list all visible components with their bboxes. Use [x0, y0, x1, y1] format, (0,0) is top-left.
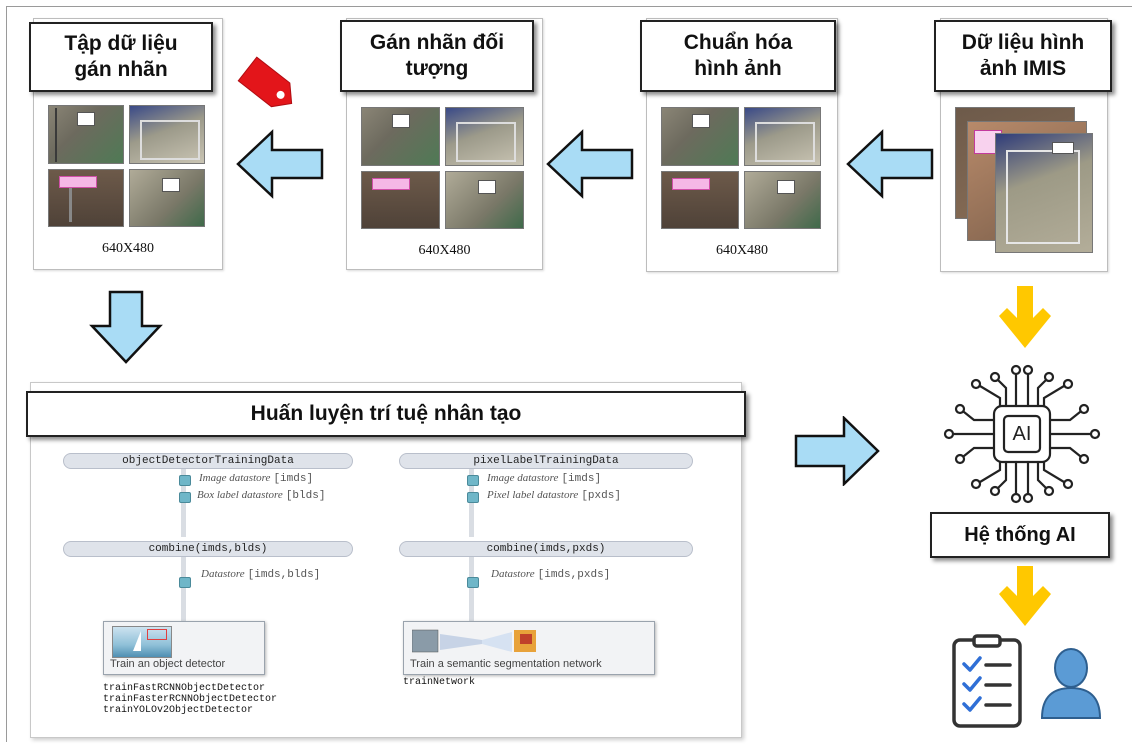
user-icon: [1038, 644, 1104, 722]
function-name: trainNetwork: [403, 677, 476, 688]
object-labeling-size: 640X480: [418, 243, 471, 258]
training-title: Huấn luyện trí tuệ nhân tạo: [26, 391, 746, 437]
arrow-right-blue: [794, 415, 880, 487]
datastore-icon: [179, 475, 191, 486]
photo-1: [361, 107, 440, 166]
datastore-icon: [467, 475, 479, 486]
train-segmentation-network-caption: Train a semantic segmentation network: [410, 658, 602, 670]
photo-4: [743, 170, 821, 229]
train-object-detector-caption: Train an object detector: [110, 658, 226, 670]
left-flow-line-1: [181, 469, 186, 537]
photo-3: [361, 170, 440, 229]
training-panel: objectDetectorTrainingData Image datasto…: [30, 382, 742, 738]
photo-2: [129, 105, 205, 164]
left-flow-line-2: [181, 557, 186, 621]
checklist-icon: [950, 634, 1032, 730]
datastore-icon: [467, 577, 479, 588]
photo-4: [129, 168, 205, 227]
labeled-dataset-title: Tập dữ liệu gán nhãn: [29, 22, 213, 92]
imis-photo-stack: [955, 107, 1093, 253]
right-combined-datastore: Datastore [imds,pxds]: [491, 568, 611, 581]
diagram-frame: [6, 6, 1132, 742]
image-normalization-title: Chuẩn hóa hình ảnh: [640, 20, 836, 92]
right-pixel-label-datastore: Pixel label datastore [pxds]: [487, 489, 621, 502]
arrow-left-3: [846, 128, 934, 200]
photo-2: [743, 107, 821, 166]
labeled-dataset-photos: [48, 105, 205, 227]
photo-2: [445, 107, 524, 166]
photo-4: [445, 170, 524, 229]
photo-3: [661, 170, 739, 229]
left-image-datastore: Image datastore [imds]: [199, 472, 314, 485]
right-flow-line-1: [469, 469, 474, 537]
object-detector-training-data-pill: objectDetectorTrainingData: [63, 453, 353, 469]
left-combined-datastore: Datastore [imds,blds]: [201, 568, 321, 581]
right-image-datastore: Image datastore [imds]: [487, 472, 602, 485]
labeled-dataset-card: 640X480: [33, 18, 223, 270]
right-flow-line-2: [469, 557, 474, 621]
pixel-label-training-data-pill: pixelLabelTrainingData: [399, 453, 693, 469]
arrow-left-2: [546, 128, 634, 200]
imis-images-title: Dữ liệu hình ảnh IMIS: [934, 20, 1112, 92]
arrow-left-1: [236, 128, 324, 200]
train-object-detector-thumb: Train an object detector: [103, 621, 265, 675]
right-combine-pill: combine(imds,pxds): [399, 541, 693, 557]
datastore-icon: [179, 492, 191, 503]
object-labeling-photos: [361, 107, 524, 229]
function-name: trainFasterRCNNObjectDetector: [103, 694, 278, 705]
left-function-list: trainFastRCNNObjectDetector trainFasterR…: [103, 683, 277, 716]
arrow-down-yellow-2: [997, 564, 1053, 630]
photo-3: [48, 168, 124, 227]
right-function-list: trainNetwork: [403, 677, 475, 688]
object-labeling-title: Gán nhãn đối tượng: [340, 20, 534, 92]
function-name: trainYOLOv2ObjectDetector: [103, 705, 254, 716]
network-image: [411, 626, 538, 656]
train-segmentation-network-thumb: Train a semantic segmentation network: [403, 621, 655, 675]
datastore-icon: [179, 577, 191, 588]
image-normalization-photos: [661, 107, 821, 229]
left-combine-pill: combine(imds,blds): [63, 541, 353, 557]
datastore-icon: [467, 492, 479, 503]
photo-1: [661, 107, 739, 166]
left-box-label-datastore: Box label datastore [blds]: [197, 489, 326, 502]
ai-chip-label: AI: [1012, 423, 1032, 445]
photo-1: [48, 105, 124, 164]
ai-system-title: Hệ thống AI: [930, 512, 1110, 558]
sailboat-image: [112, 626, 172, 658]
arrow-down-yellow-1: [997, 284, 1053, 354]
image-normalization-size: 640X480: [715, 243, 769, 258]
arrow-down-blue: [88, 290, 164, 366]
price-tag-icon: [232, 54, 304, 116]
function-name: trainFastRCNNObjectDetector: [103, 683, 266, 694]
labeled-dataset-size: 640X480: [101, 241, 155, 256]
ai-chip-icon: AI: [940, 362, 1104, 506]
